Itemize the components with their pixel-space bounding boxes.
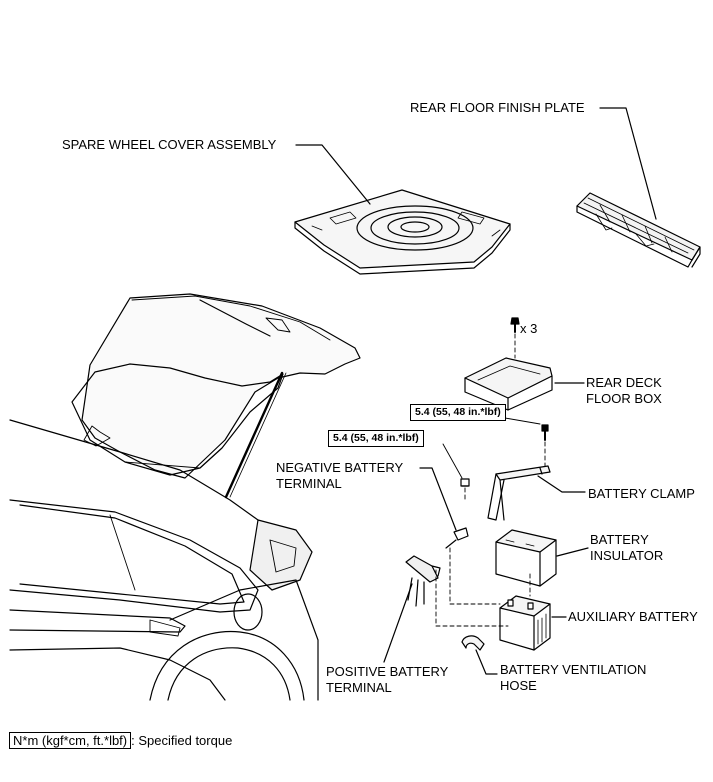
negative-terminal-guide <box>449 547 501 605</box>
battery-ventilation-hose <box>461 635 485 651</box>
battery-clamp-leader <box>537 475 586 493</box>
rear-deck-floor-box-label-line1: REAR DECK <box>586 375 662 390</box>
torque-spec-terminal: 5.4 (55, 48 in.*lbf) <box>328 430 424 447</box>
torque-legend-unit: N*m (kgf*cm, ft.*lbf) <box>9 732 132 749</box>
battery-clamp-bolt <box>541 424 549 441</box>
rear-deck-floor-box-label: REAR DECK FLOOR BOX <box>586 375 662 407</box>
battery-insulator-label-line1: BATTERY <box>590 532 649 547</box>
torque-spec-clamp: 5.4 (55, 48 in.*lbf) <box>410 404 506 421</box>
positive-battery-terminal-label-line1: POSITIVE BATTERY <box>326 664 449 679</box>
positive-battery-terminal-label-line2: TERMINAL <box>326 680 392 695</box>
battery-insulator <box>495 529 557 587</box>
rear-floor-finish-plate-leader <box>599 107 657 220</box>
battery-ventilation-hose-leader <box>475 649 498 675</box>
rear-floor-finish-plate-label: REAR FLOOR FINISH PLATE <box>410 100 585 115</box>
battery-ventilation-hose-label-line2: HOSE <box>500 678 537 693</box>
vehicle-body <box>9 293 361 701</box>
positive-battery-terminal <box>405 555 441 607</box>
rear-deck-floor-box-label-line2: FLOOR BOX <box>586 391 662 406</box>
battery-ventilation-hose-label: BATTERY VENTILATION HOSE <box>500 662 646 694</box>
spare-wheel-cover-assembly-label: SPARE WHEEL COVER ASSEMBLY <box>62 137 277 152</box>
spare-wheel-cover-leader <box>295 144 371 205</box>
negative-battery-terminal-label-line1: NEGATIVE BATTERY <box>276 460 404 475</box>
torque-pointer-clamp <box>504 417 541 425</box>
negative-battery-terminal-label-line2: TERMINAL <box>276 476 342 491</box>
negative-battery-terminal-label: NEGATIVE BATTERY TERMINAL <box>276 460 403 492</box>
clip <box>510 317 520 333</box>
battery-insulator-label-line2: INSULATOR <box>590 548 664 563</box>
rear-deck-floor-box <box>464 357 553 411</box>
torque-pointer-terminal <box>442 443 463 479</box>
clip-quantity-label: x 3 <box>520 321 538 336</box>
rear-floor-finish-plate <box>576 192 701 268</box>
auxiliary-battery-label: AUXILIARY BATTERY <box>568 609 698 624</box>
positive-battery-terminal-label: POSITIVE BATTERY TERMINAL <box>326 664 448 696</box>
auxiliary-battery <box>499 595 551 651</box>
torque-legend-text: : Specified torque <box>131 733 233 748</box>
negative-terminal-leader <box>419 467 457 531</box>
torque-legend: N*m (kgf*cm, ft.*lbf): Specified torque <box>9 732 233 749</box>
positive-terminal-guide <box>435 569 509 627</box>
terminal-nut <box>460 478 470 487</box>
battery-insulator-leader <box>556 547 589 557</box>
spare-wheel-cover-assembly <box>294 189 511 275</box>
battery-insulator-label: BATTERY INSULATOR <box>590 532 663 564</box>
battery-clamp-label: BATTERY CLAMP <box>588 486 695 501</box>
battery-ventilation-hose-label-line1: BATTERY VENTILATION <box>500 662 647 677</box>
battery-clamp <box>487 465 551 521</box>
positive-terminal-leader <box>383 583 413 663</box>
negative-battery-terminal <box>445 527 469 549</box>
